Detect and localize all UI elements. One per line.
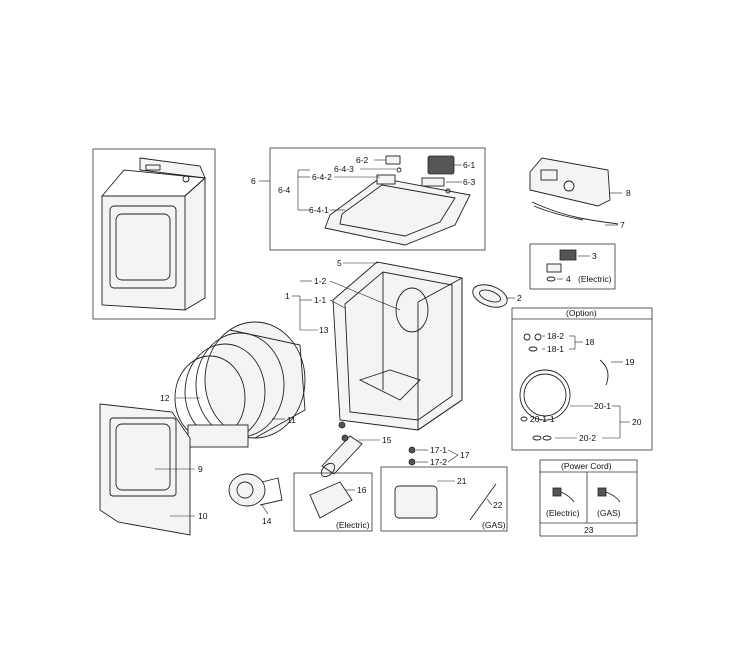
label-10: 10 [198,511,208,521]
label-18: 18 [585,337,595,347]
label-5: 5 [337,258,342,268]
label-7: 7 [620,220,625,230]
label-3: 3 [592,251,597,261]
assembled-dryer-view [92,148,216,320]
power-cord-gas: (GAS) [597,508,621,518]
top-panel-leaders [259,159,462,211]
label-17: 17 [460,450,470,460]
label-18-2: 18-2 [547,331,564,341]
power-cord-box [539,459,638,537]
top-panel-group [269,147,486,251]
gas-assembly [380,466,508,532]
sensor-electric-note: (Electric) [578,274,612,284]
label-9: 9 [198,464,203,474]
drum-assembly [174,321,318,448]
label-6-3: 6-3 [463,177,476,187]
label-14: 14 [262,516,272,526]
door [99,403,195,536]
exhaust-duct [320,421,380,478]
label-20-2: 20-2 [579,433,596,443]
label-17-1: 17-1 [430,445,447,455]
label-18-1: 18-1 [547,344,564,354]
label-16: 16 [357,485,367,495]
label-6: 6 [251,176,256,186]
label-17-2: 17-2 [430,457,447,467]
label-19: 19 [625,357,635,367]
label-11: 11 [287,415,296,425]
label-20: 20 [632,417,642,427]
label-6-1: 6-1 [463,160,476,170]
control-panel [529,157,622,226]
label-15: 15 [382,435,392,445]
label-1-2: 1-2 [314,276,327,286]
blower-housing [228,473,283,515]
label-22: 22 [493,500,503,510]
cabinet [292,261,463,431]
label-2: 2 [517,293,522,303]
heater-electric-note: (Electric) [336,520,370,530]
label-6-4: 6-4 [278,185,291,195]
gas-note: (GAS) [482,520,506,530]
label-1-1: 1-1 [314,295,327,305]
part-labels: 6 6-2 6-1 6-4-3 6-4-2 6-3 6-4 6-4-1 8 7 … [160,155,642,535]
leveling-feet [408,446,459,466]
label-20-1: 20-1 [594,401,611,411]
option-title: (Option) [566,308,597,318]
lint-duct [472,284,515,308]
power-cord-electric: (Electric) [546,508,580,518]
label-6-4-3: 6-4-3 [334,164,354,174]
label-6-2: 6-2 [356,155,369,165]
label-8: 8 [626,188,631,198]
label-6-4-1: 6-4-1 [309,205,329,215]
label-20-1-1: 20-1-1 [530,414,555,424]
label-12: 12 [160,393,170,403]
option-box [511,307,653,451]
label-6-4-2: 6-4-2 [312,172,332,182]
label-4: 4 [566,274,571,284]
label-23: 23 [584,525,594,535]
label-13: 13 [319,325,329,335]
sensor-box [529,243,616,290]
heater-box [293,472,373,532]
label-1: 1 [285,291,290,301]
label-21: 21 [457,476,467,486]
power-cord-title: (Power Cord) [561,461,612,471]
